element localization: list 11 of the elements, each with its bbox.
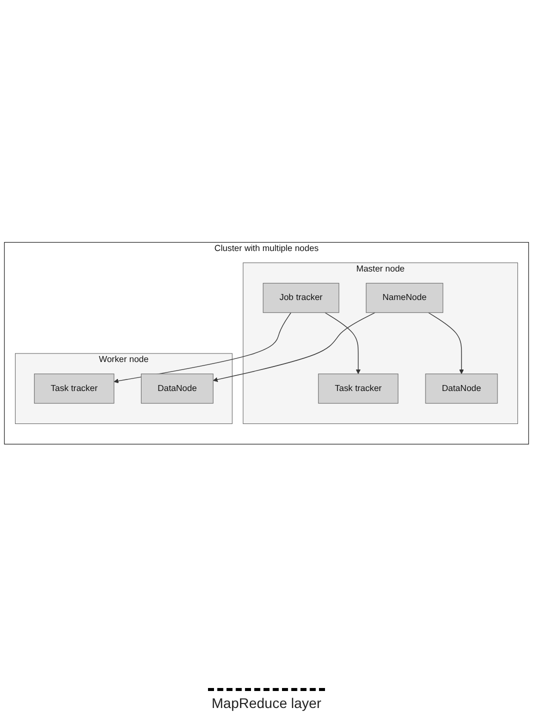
node-box: NameNode [366, 282, 444, 313]
node-box: Task tracker [34, 373, 114, 404]
arrow [114, 312, 292, 384]
arrow [428, 312, 464, 374]
layer-label: MapReduce layer [212, 695, 322, 711]
node-box: DataNode [425, 373, 498, 404]
node-box: Job tracker [262, 282, 340, 313]
node-box: Task tracker [318, 373, 398, 404]
arrow [212, 312, 376, 382]
node-box: DataNode [140, 373, 214, 404]
arrow [324, 312, 361, 374]
